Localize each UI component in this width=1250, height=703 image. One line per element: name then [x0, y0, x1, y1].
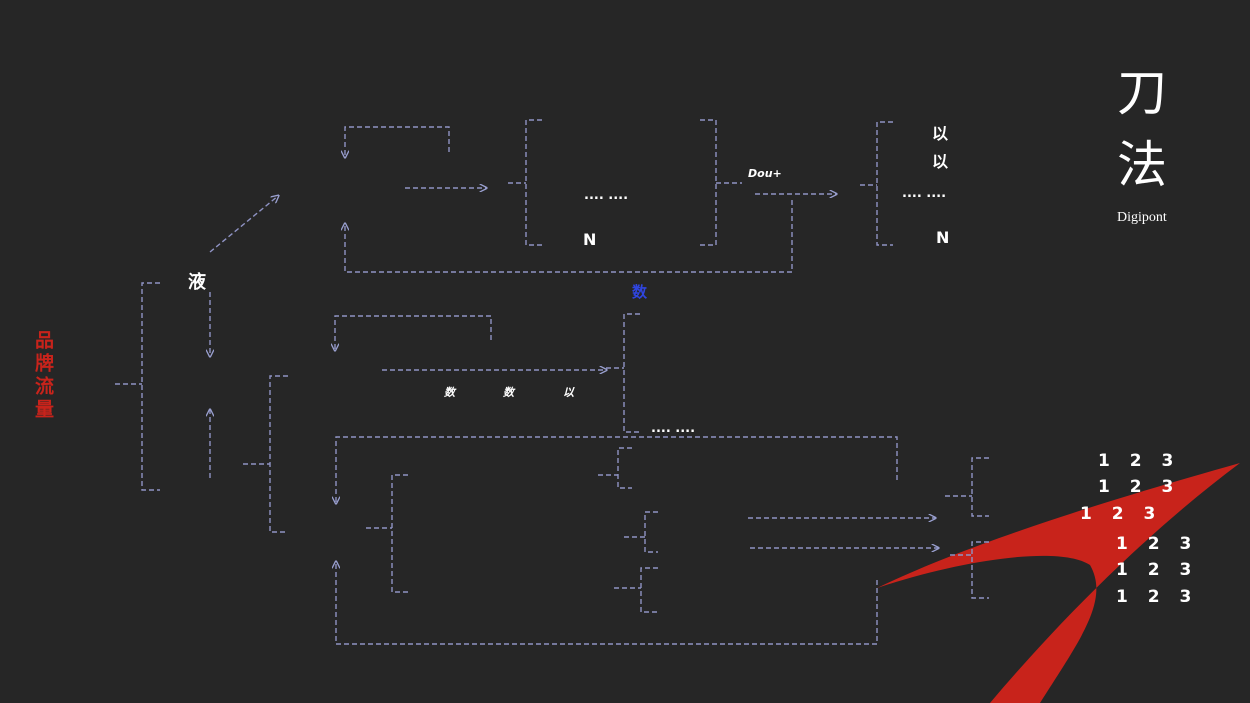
label-shu-blue: 数 [632, 283, 648, 301]
brand-subtitle: Digipont [1117, 210, 1167, 225]
lower-loop-lower [336, 562, 878, 645]
number-cell: 2 [1129, 477, 1142, 497]
bracket-top-mid-left [525, 119, 542, 246]
bracket-top-right [876, 121, 893, 246]
number-cell: 2 [1147, 534, 1160, 554]
number-cell: 3 [1161, 451, 1174, 471]
number-row: 1 2 3 [1116, 587, 1191, 607]
red-swoosh-decoration [877, 463, 1240, 703]
number-cell: 2 [1147, 587, 1160, 607]
label-n-2: N [936, 228, 950, 247]
number-row: 1 2 3 [1116, 534, 1191, 554]
label-liquid: 液 [188, 272, 206, 293]
label-mid-1: 数 [444, 386, 455, 399]
label-mid-2: 数 [503, 386, 514, 399]
bracket-small-2 [644, 511, 658, 553]
label-dots-c: .... .... [651, 421, 696, 436]
number-cell: 2 [1111, 504, 1124, 524]
bracket-small-3 [640, 567, 658, 613]
brand-title-char-1: 刀 [1117, 64, 1167, 122]
bracket-root [141, 282, 160, 491]
bracket-lower-left [391, 474, 408, 593]
arrow-diagonal [209, 196, 278, 253]
number-cell: 1 [1116, 587, 1128, 607]
label-dots-a: .... .... [584, 188, 629, 203]
top-loop-lower [345, 200, 793, 273]
number-cell: 3 [1179, 534, 1192, 554]
number-cell: 3 [1161, 477, 1174, 497]
label-yi-1: 以 [932, 124, 949, 143]
label-mid-3: 以 [563, 386, 574, 399]
number-cell: 1 [1116, 534, 1128, 554]
number-cell: 2 [1147, 560, 1160, 580]
number-row: 1 2 3 [1098, 451, 1173, 471]
label-yi-2: 以 [932, 152, 949, 171]
left-label-brand-traffic: 品牌流量 [32, 330, 54, 422]
number-cell: 1 [1116, 560, 1128, 580]
number-cell: 3 [1179, 560, 1192, 580]
bracket-small-1 [617, 447, 632, 489]
label-dots-b: .... .... [902, 186, 947, 201]
bracket-right-upper [971, 457, 989, 517]
number-row: 1 2 3 [1080, 504, 1155, 524]
bracket-second [269, 375, 288, 533]
bracket-mid [623, 313, 640, 433]
top-loop-upper [345, 126, 450, 157]
bracket-top-mid-right [700, 119, 717, 246]
number-row: 1 2 3 [1116, 560, 1191, 580]
brand-title-char-2: 法 [1117, 136, 1167, 194]
number-cell: 3 [1143, 504, 1156, 524]
number-cell: 2 [1129, 451, 1142, 471]
bracket-right-lower [971, 541, 989, 599]
lower-loop-upper [336, 436, 898, 503]
number-cell: 1 [1098, 477, 1110, 497]
number-cell: 1 [1080, 504, 1092, 524]
label-dou-plus: Dou+ [748, 167, 782, 180]
number-cell: 3 [1179, 587, 1192, 607]
label-n-1: N [583, 230, 597, 249]
mid-loop-upper [335, 315, 492, 350]
number-row: 1 2 3 [1098, 477, 1173, 497]
number-cell: 1 [1098, 451, 1110, 471]
